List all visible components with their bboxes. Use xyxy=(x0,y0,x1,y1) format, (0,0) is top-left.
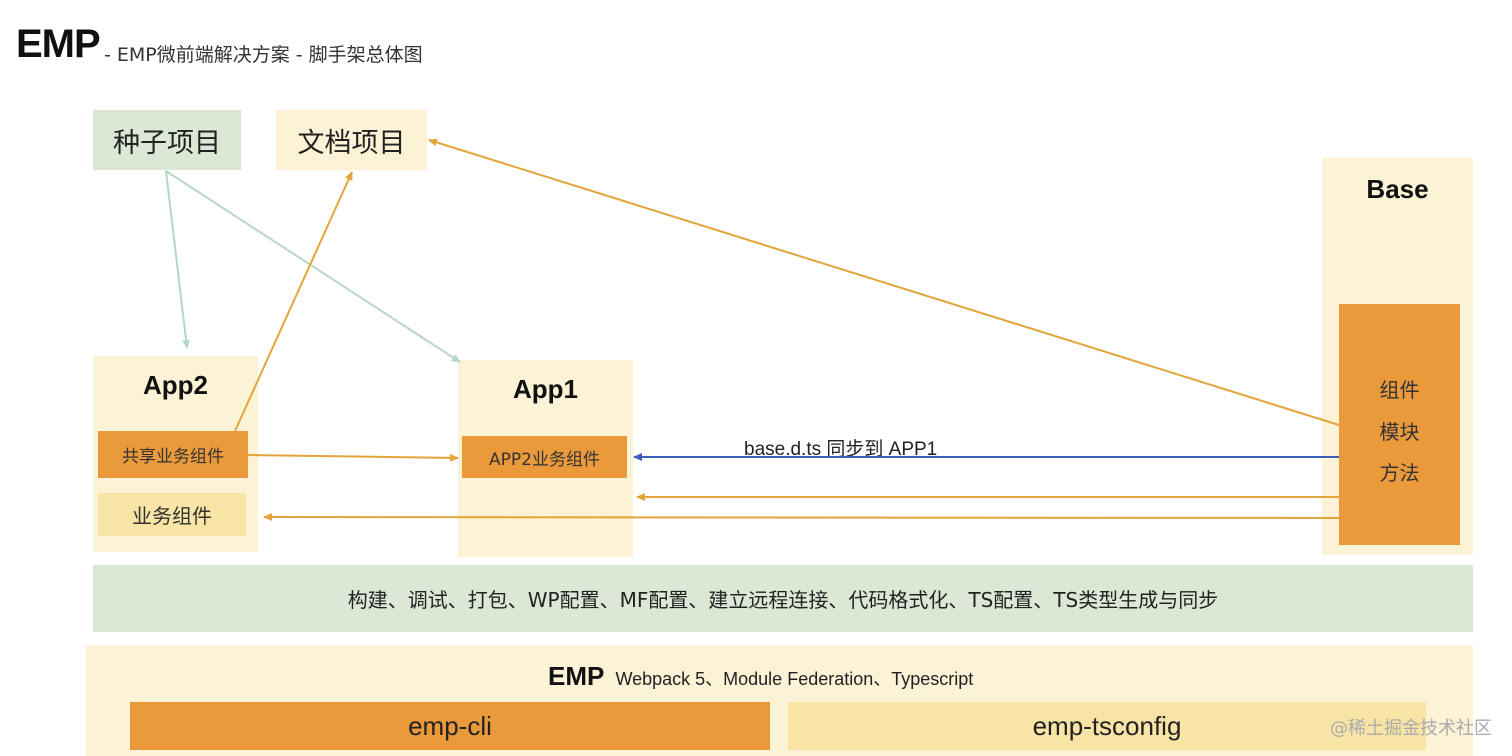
app1-node: App1 APP2业务组件 xyxy=(458,360,633,557)
base-item: 组件 xyxy=(1379,378,1420,402)
arrow-app2-to-docs xyxy=(234,171,353,432)
app1-title: App1 xyxy=(513,374,578,404)
app2-shared-components: 共享业务组件 xyxy=(98,431,248,478)
arrow-base-to-app2 xyxy=(263,513,1340,522)
app2-title: App2 xyxy=(143,370,208,400)
base-item: 方法 xyxy=(1379,461,1420,485)
base-node: Base 组件 模块 方法 xyxy=(1322,158,1473,555)
base-item: 模块 xyxy=(1379,420,1420,444)
base-exports: 组件 模块 方法 xyxy=(1339,304,1460,545)
emp-cli-package: emp-cli xyxy=(130,702,770,750)
title-main: EMP xyxy=(16,22,101,66)
watermark: @稀土掘金技术社区 xyxy=(1330,718,1492,739)
foundation-tech: Webpack 5、Module Federation、Typescript xyxy=(615,669,974,689)
app2-business-components: 业务组件 xyxy=(98,493,246,536)
sync-edge-label: base.d.ts 同步到 APP1 xyxy=(744,439,938,460)
emp-tsconfig-package: emp-tsconfig xyxy=(788,702,1426,750)
app2-node: App2 共享业务组件 业务组件 xyxy=(93,356,258,552)
arrow-seed-to-app1 xyxy=(165,170,461,363)
arrow-app2-shared-to-app1 xyxy=(247,453,459,462)
foundation-label: EMP xyxy=(548,661,605,691)
base-title: Base xyxy=(1366,174,1429,204)
title-subtitle: - EMP微前端解决方案 - 脚手架总体图 xyxy=(104,44,423,66)
seed-project-node: 种子项目 xyxy=(93,110,241,170)
foundation-band: EMP Webpack 5、Module Federation、Typescri… xyxy=(86,645,1473,756)
docs-project-node: 文档项目 xyxy=(276,110,427,170)
app1-app2-components: APP2业务组件 xyxy=(462,436,627,478)
features-band: 构建、调试、打包、WP配置、MF配置、建立远程连接、代码格式化、TS配置、TS类… xyxy=(93,565,1473,632)
arrow-base-to-docs xyxy=(428,138,1340,426)
arrow-seed-to-app2 xyxy=(165,170,191,349)
